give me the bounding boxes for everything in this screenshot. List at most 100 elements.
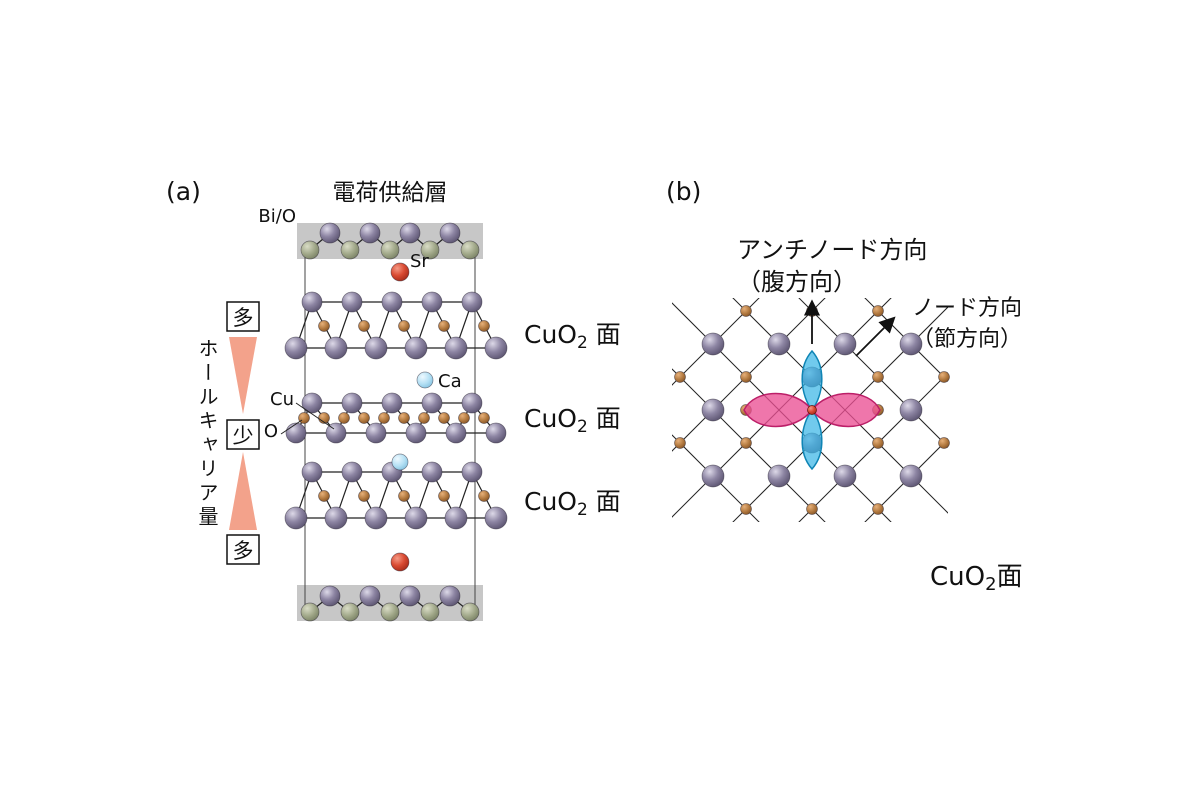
hole-carrier-axis-label: ホールキャリア量 xyxy=(195,338,219,530)
carrier-many-top-label: 多 xyxy=(233,306,254,330)
copper-atom xyxy=(461,461,483,483)
cuo2-sub: 2 xyxy=(985,574,996,595)
copper-atom xyxy=(381,392,403,414)
copper-atom xyxy=(324,506,348,530)
carrier-gradient-triangle-bottom xyxy=(229,452,257,530)
orbital-lobe-pink-left xyxy=(743,392,813,428)
copper-atom xyxy=(484,506,508,530)
oxygen-atom xyxy=(872,503,884,515)
bio-oxygen-atom xyxy=(420,602,440,622)
carrier-gradient-triangle-top xyxy=(229,337,257,414)
oxygen-atom xyxy=(478,412,490,424)
bi-atom xyxy=(319,585,341,607)
panel-a: 多 少 多 (a) 電荷供給層 Bi/O Sr Ca Cu O CuO2 面 C… xyxy=(166,177,621,622)
copper-atom xyxy=(421,461,443,483)
sr-label: Sr xyxy=(410,251,429,272)
oxygen-atom xyxy=(358,412,370,424)
copper-atom xyxy=(341,291,363,313)
oxygen-atom xyxy=(318,490,330,502)
cuo2-plane-label: CuO2 面 xyxy=(524,487,621,520)
bond-line xyxy=(864,298,948,382)
bi-atom xyxy=(439,585,461,607)
cuo2-prefix: CuO xyxy=(524,320,577,349)
bi-atom xyxy=(439,222,461,244)
copper-atom xyxy=(833,332,857,356)
oxygen-atom xyxy=(338,412,350,424)
orbital-lobe-blue-top xyxy=(801,349,823,412)
copper-atom xyxy=(899,464,923,488)
oxygen-atom xyxy=(806,503,818,515)
oxygen-atom xyxy=(298,412,310,424)
copper-atom xyxy=(444,506,468,530)
oxygen-atom xyxy=(740,503,752,515)
oxygen-atom xyxy=(872,305,884,317)
copper-atom xyxy=(404,506,428,530)
oxygen-atom xyxy=(318,320,330,332)
copper-atom xyxy=(405,422,427,444)
copper-atom xyxy=(364,506,388,530)
copper-atom xyxy=(701,398,725,422)
cuo2-plane-label: CuO2 面 xyxy=(524,404,621,437)
bio-oxygen-atom xyxy=(340,240,360,260)
copper-atom xyxy=(421,291,443,313)
copper-atom xyxy=(381,291,403,313)
copper-atom xyxy=(404,336,428,360)
oxygen-atom xyxy=(674,371,686,383)
calcium-atom xyxy=(416,371,434,389)
cuo2-prefix: CuO xyxy=(930,562,985,592)
copper-atom xyxy=(341,392,363,414)
charge-supply-layer-label: 電荷供給層 xyxy=(333,180,448,206)
copper-atom xyxy=(701,332,725,356)
node-direction-label: ノード方向 xyxy=(912,296,1022,321)
oxygen-atom xyxy=(358,320,370,332)
bond-line xyxy=(672,434,760,522)
carrier-many-bottom-label: 多 xyxy=(233,539,254,563)
cuo2-suffix: 面 xyxy=(588,320,621,349)
carrier-few-label: 少 xyxy=(233,424,254,448)
copper-atom xyxy=(767,464,791,488)
antinode-direction-label: アンチノード方向 xyxy=(737,236,927,264)
oxygen-atom xyxy=(740,371,752,383)
panel-b: (b) アンチノード方向 （腹方向） ノード方向 （節方向） CuO2面 xyxy=(666,177,1023,595)
bio-oxygen-atom xyxy=(420,240,440,260)
central-copper-atom xyxy=(807,405,817,415)
oxygen-atom xyxy=(478,320,490,332)
cuo2-sub: 2 xyxy=(577,333,588,353)
bond-line xyxy=(672,298,760,386)
oxygen-atom xyxy=(458,412,470,424)
copper-atom xyxy=(284,506,308,530)
copper-atom xyxy=(445,422,467,444)
copper-atom xyxy=(485,422,507,444)
copper-atom xyxy=(301,291,323,313)
oxygen-atom xyxy=(418,412,430,424)
copper-atom xyxy=(365,422,387,444)
oxygen-atom xyxy=(358,490,370,502)
oxygen-atom xyxy=(938,437,950,449)
bio-oxygen-atom xyxy=(460,240,480,260)
cuo2-prefix: CuO xyxy=(524,404,577,433)
bio-oxygen-atom xyxy=(380,240,400,260)
panel-b-label: (b) xyxy=(666,177,701,206)
calcium-atom xyxy=(391,453,409,471)
antinode-sub-label: （腹方向） xyxy=(737,268,857,296)
crystal-atoms xyxy=(284,222,508,622)
cuo2-sub: 2 xyxy=(577,500,588,520)
bond-line xyxy=(864,438,948,522)
oxygen-atom xyxy=(398,320,410,332)
oxygen-atom xyxy=(398,490,410,502)
bio-oxygen-atom xyxy=(460,602,480,622)
cuo2-plane-b-label: CuO2面 xyxy=(930,562,1023,595)
copper-atom xyxy=(899,398,923,422)
cuo2-suffix: 面 xyxy=(997,562,1023,592)
copper-atom xyxy=(285,422,307,444)
strontium-atom xyxy=(390,262,410,282)
oxygen-atom xyxy=(478,490,490,502)
copper-atom xyxy=(767,332,791,356)
bio-oxygen-atom xyxy=(300,602,320,622)
oxygen-atom xyxy=(740,305,752,317)
cuo2-plane-label: CuO2 面 xyxy=(524,320,621,353)
copper-atom xyxy=(284,336,308,360)
bio-oxygen-atom xyxy=(380,602,400,622)
